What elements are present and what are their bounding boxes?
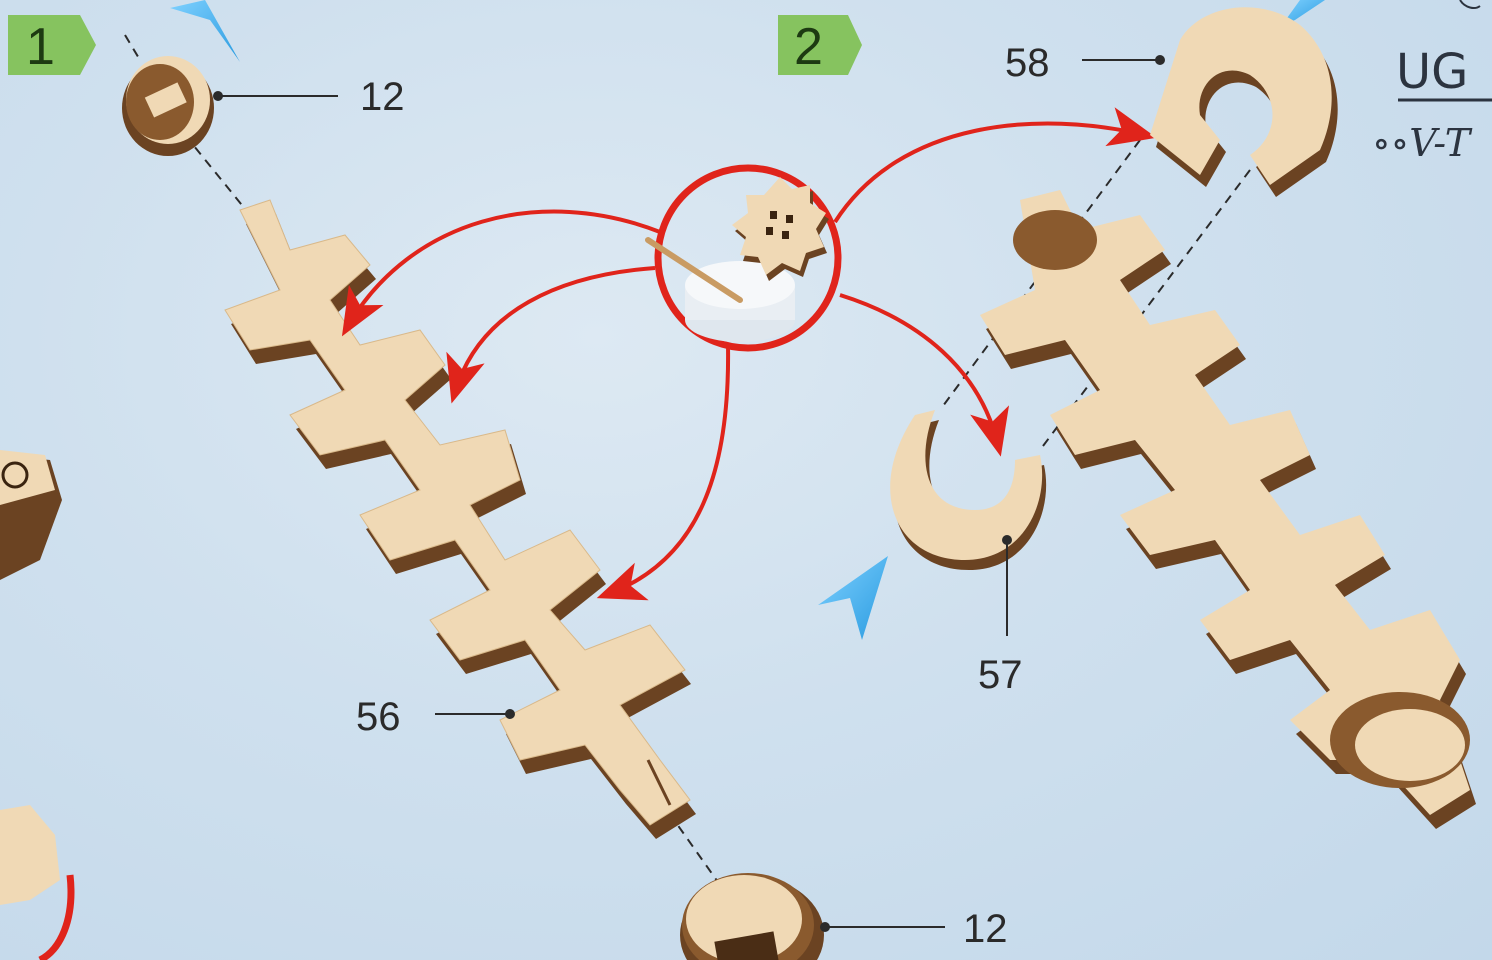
blue-arrow-icon <box>818 556 888 640</box>
step-number-2: 2 <box>794 18 823 76</box>
part-57-halfring <box>890 410 1046 570</box>
callout-58: 58 <box>1005 41 1050 85</box>
brand-logo: UG ∘∘V-T <box>1372 0 1492 165</box>
part-12-top <box>122 56 214 156</box>
part-12-bottom <box>680 873 824 960</box>
step-badge-2: 2 <box>778 15 862 76</box>
part-56-spine <box>225 200 696 839</box>
glue-dish-icon <box>648 168 838 348</box>
callout-12-bottom: 12 <box>963 907 1008 951</box>
partial-glue-left <box>0 805 71 960</box>
brand-logo-text: UG <box>1396 44 1468 100</box>
blue-arrow-icon <box>170 0 240 62</box>
callout-56: 56 <box>356 695 401 739</box>
assembled-spine <box>980 190 1476 829</box>
brand-subtext: ∘∘V-T <box>1372 121 1473 165</box>
step-number-1: 1 <box>26 18 55 76</box>
step-badge-1: 1 <box>8 15 96 76</box>
part-58-ring <box>1150 7 1338 197</box>
partial-part-left <box>0 450 62 580</box>
callout-57: 57 <box>978 653 1023 697</box>
callout-12-top: 12 <box>360 75 405 119</box>
